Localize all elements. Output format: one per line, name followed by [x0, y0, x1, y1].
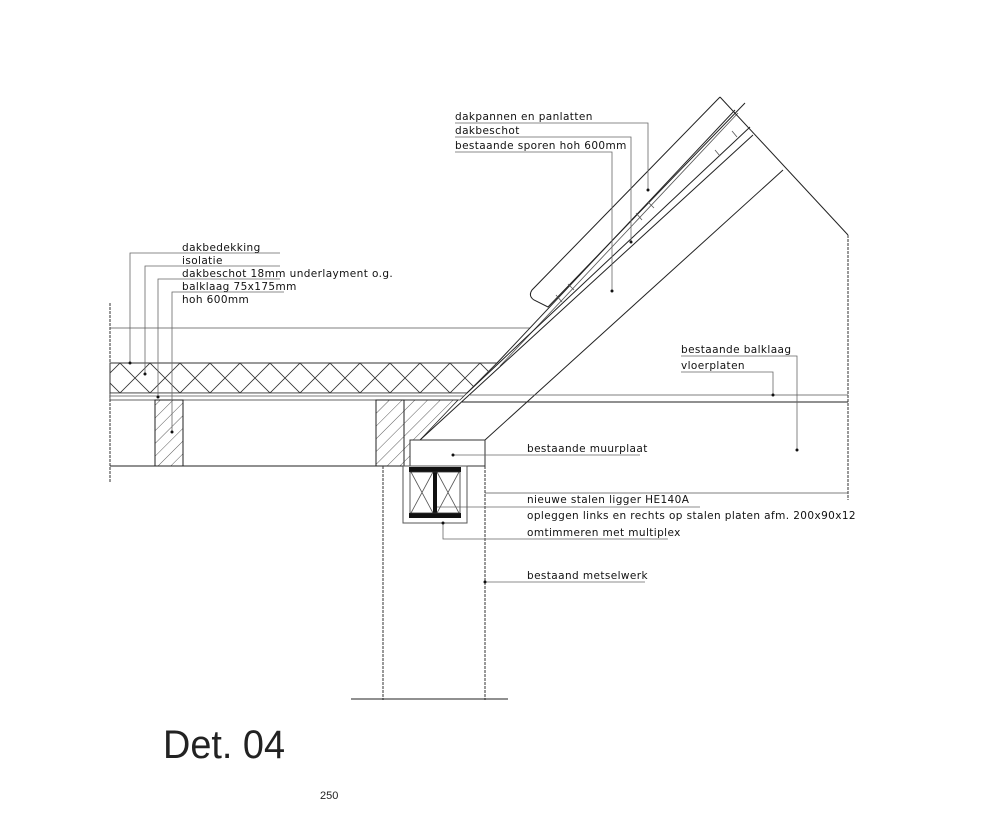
- insulation-layer: [109, 362, 499, 394]
- label-hoh: hoh 600mm: [182, 294, 249, 306]
- label-dakbeschot-pitched: dakbeschot: [455, 125, 520, 137]
- steel-i-beam: [409, 467, 461, 518]
- floor-section: [462, 394, 848, 494]
- joist-2: [375, 399, 405, 467]
- joist-1: [154, 399, 184, 467]
- label-dakbedekking: dakbedekking: [182, 242, 261, 254]
- label-isolatie: isolatie: [182, 255, 223, 267]
- pitched-roof-section: [419, 96, 849, 500]
- roof-decking-layer: [109, 392, 468, 401]
- labels: dakbedekking isolatie dakbeschot 18mm un…: [182, 111, 856, 582]
- roof-tile: [529, 96, 746, 308]
- detail-title: Det. 04: [163, 723, 285, 767]
- label-dakpannen: dakpannen en panlatten: [455, 111, 593, 123]
- label-sporen: bestaande sporen hoh 600mm: [455, 140, 627, 152]
- leader-lines: [128, 122, 799, 584]
- label-vloerplaten: vloerplaten: [681, 360, 745, 372]
- flat-roof-section: [109, 303, 530, 483]
- label-opleggen: opleggen links en rechts op stalen plate…: [527, 510, 856, 522]
- scale-text: 250: [320, 790, 338, 802]
- label-ligger: nieuwe stalen ligger HE140A: [527, 494, 690, 506]
- wall-plate: [409, 439, 486, 467]
- label-omtimmeren: omtimmeren met multiplex: [527, 527, 681, 539]
- label-dakbeschot-flat: dakbeschot 18mm underlayment o.g.: [182, 268, 393, 280]
- label-muurplaat: bestaande muurplaat: [527, 443, 648, 455]
- label-metselwerk: bestaand metselwerk: [527, 570, 648, 582]
- label-bestaande-balklaag: bestaande balklaag: [681, 344, 791, 356]
- label-balklaag: balklaag 75x175mm: [182, 281, 297, 293]
- wall-support: [351, 439, 508, 700]
